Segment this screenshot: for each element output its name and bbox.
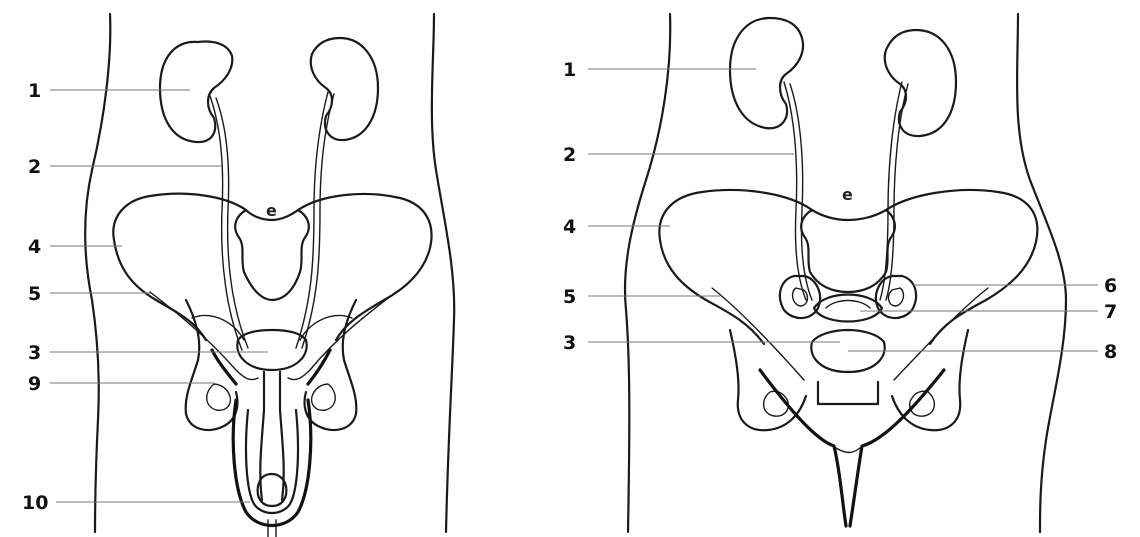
male-label-3: 3: [28, 342, 41, 364]
female-left-iliac-wing: [659, 190, 812, 344]
female-label-2: 2: [563, 144, 576, 166]
male-seminal-left: [192, 315, 244, 340]
female-right-iliac-wing: [886, 190, 1037, 344]
male-scrotum-inner: [246, 410, 298, 513]
male-labels: 1 2 4 5 3 9 10: [22, 80, 268, 514]
female-groin-left: [760, 370, 846, 526]
female-pubic-symphysis: [818, 382, 878, 404]
male-sacrum: [235, 210, 309, 300]
female-body-outline-left: [625, 14, 670, 532]
male-label-4: 4: [28, 236, 41, 258]
female-label-6: 6: [1104, 275, 1117, 297]
male-left-ureter-b: [216, 98, 248, 348]
female-perineum: [836, 448, 860, 453]
male-inguinal-right: [308, 350, 330, 384]
female-right-ureter-b: [886, 84, 908, 300]
male-vertebra-glyph: e: [266, 201, 277, 220]
female-labels: 1 2 4 5 3 6 7 8: [563, 59, 1117, 363]
female-label-7: 7: [1104, 301, 1117, 323]
male-label-2: 2: [28, 156, 41, 178]
female-body-outline-right: [1017, 14, 1066, 532]
female-right-ovary-inner: [889, 288, 904, 306]
male-left-iliac-wing: [113, 194, 246, 340]
female-label-1: 1: [563, 59, 576, 81]
male-vas-right: [288, 292, 396, 380]
female-right-ovary: [876, 276, 916, 318]
female-inguinal-right: [894, 288, 988, 380]
female-right-kidney: [885, 30, 956, 136]
male-label-9: 9: [28, 373, 41, 395]
male-label-1: 1: [28, 80, 41, 102]
female-inguinal-left: [712, 288, 804, 380]
male-body-outline-left: [85, 14, 110, 532]
female-figure: e: [625, 14, 1066, 532]
female-vertebra-glyph: e: [842, 185, 853, 204]
female-uterus: [814, 295, 882, 322]
male-figure: e: [85, 14, 454, 537]
male-obturator-right: [312, 384, 336, 410]
male-body-outline-right: [432, 14, 454, 532]
female-left-kidney: [730, 18, 803, 128]
male-penis-shaft: [268, 520, 276, 537]
male-bladder: [237, 330, 306, 370]
female-sacrum: [801, 210, 895, 292]
male-left-kidney: [160, 42, 232, 143]
male-obturator-left: [207, 384, 231, 410]
male-label-5: 5: [28, 283, 41, 305]
female-label-3: 3: [563, 332, 576, 354]
female-uterus-inner: [826, 301, 870, 309]
female-label-8: 8: [1104, 341, 1117, 363]
male-label-10: 10: [22, 492, 48, 514]
female-label-4: 4: [563, 216, 576, 238]
female-label-5: 5: [563, 286, 576, 308]
male-lower-pelvis-right: [305, 300, 357, 430]
male-lower-pelvis-left: [186, 300, 238, 430]
